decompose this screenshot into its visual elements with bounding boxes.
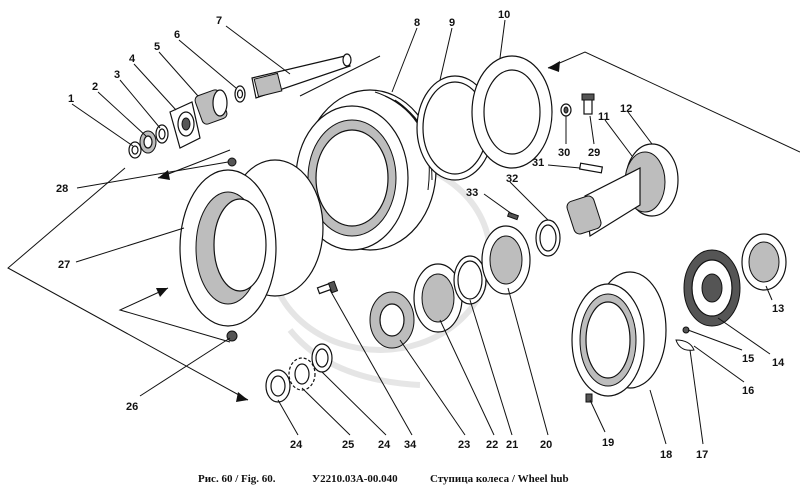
callout-1: 1 — [68, 93, 74, 105]
part-14-sprocket — [683, 249, 741, 327]
callout-34: 34 — [404, 439, 417, 451]
callout-21: 21 — [506, 439, 518, 451]
caption-code: У2210.03А-00.040 — [312, 473, 398, 485]
callout-8: 8 — [414, 17, 420, 29]
callout-27: 27 — [58, 259, 70, 271]
callout-28: 28 — [56, 183, 68, 195]
callout-10: 10 — [498, 9, 510, 21]
part-7-shaft — [251, 53, 352, 99]
callout-9: 9 — [449, 17, 455, 29]
part-28-plug — [227, 157, 237, 167]
callout-4: 4 — [129, 53, 136, 65]
callout-20: 20 — [540, 439, 552, 451]
callout-17: 17 — [696, 449, 708, 461]
part-31-stud — [578, 162, 604, 174]
part-20-bearing — [481, 225, 531, 295]
callout-26: 26 — [126, 401, 138, 413]
callout-32: 32 — [506, 173, 518, 185]
assembly-guide-left — [7, 149, 249, 402]
part-23-bearing — [369, 291, 415, 349]
callout-5: 5 — [154, 41, 160, 53]
part-8-drum — [295, 89, 437, 251]
part-21-ring — [453, 255, 487, 305]
part-2-bearing — [139, 130, 157, 154]
part-30-washer — [560, 103, 572, 117]
part-4-flange — [169, 101, 201, 149]
callout-25: 25 — [342, 439, 354, 451]
part-5-gear — [194, 89, 228, 125]
part-1-washer — [128, 141, 142, 159]
callout-6: 6 — [174, 29, 180, 41]
callout-22: 22 — [486, 439, 498, 451]
part-33-pin — [506, 211, 520, 221]
part-29-bolt — [581, 93, 595, 115]
callout-3: 3 — [114, 69, 120, 81]
part-13-bearing — [741, 233, 787, 291]
callout-18: 18 — [660, 449, 672, 461]
callout-2: 2 — [92, 81, 98, 93]
part-16-snap-ring — [675, 339, 695, 351]
callout-15: 15 — [742, 353, 754, 365]
part-6-washer — [234, 85, 246, 103]
callout-29: 29 — [588, 147, 600, 159]
callout-14: 14 — [772, 357, 785, 369]
callout-16: 16 — [742, 385, 754, 397]
part-32-ring — [535, 219, 561, 257]
callout-12: 12 — [620, 103, 632, 115]
part-11-flange-shaft — [566, 143, 679, 238]
part-24-ring-b — [311, 343, 333, 373]
part-24-ring-a — [265, 369, 291, 403]
part-19-bolt — [585, 393, 593, 403]
callout-24b: 24 — [378, 439, 391, 451]
part-25-lock-washer — [288, 357, 316, 391]
part-34-bolt — [316, 280, 339, 295]
callout-7: 7 — [216, 15, 222, 27]
callout-24a: 24 — [290, 439, 303, 451]
callout-33: 33 — [466, 187, 478, 199]
callout-19: 19 — [602, 437, 614, 449]
callout-13: 13 — [772, 303, 784, 315]
part-18-ring-gear — [571, 271, 667, 397]
callout-31: 31 — [532, 157, 544, 169]
figure-caption: Рис. 60 / Fig. 60. У2210.03А-00.040 Ступ… — [198, 473, 569, 485]
part-27-hub-housing — [179, 159, 324, 327]
assembly-guide-right — [299, 51, 800, 153]
part-10-cover — [471, 55, 553, 169]
callout-11: 11 — [598, 111, 610, 123]
leader-lines — [71, 19, 773, 445]
part-3-ring — [155, 124, 169, 144]
caption-figure: Рис. 60 / Fig. 60. — [198, 473, 276, 485]
callouts: 1 2 3 4 5 6 7 8 9 10 11 12 13 14 15 16 1… — [56, 9, 785, 461]
callout-30: 30 — [558, 147, 570, 159]
caption-title: Ступица колеса / Wheel hub — [430, 473, 569, 485]
callout-23: 23 — [458, 439, 470, 451]
